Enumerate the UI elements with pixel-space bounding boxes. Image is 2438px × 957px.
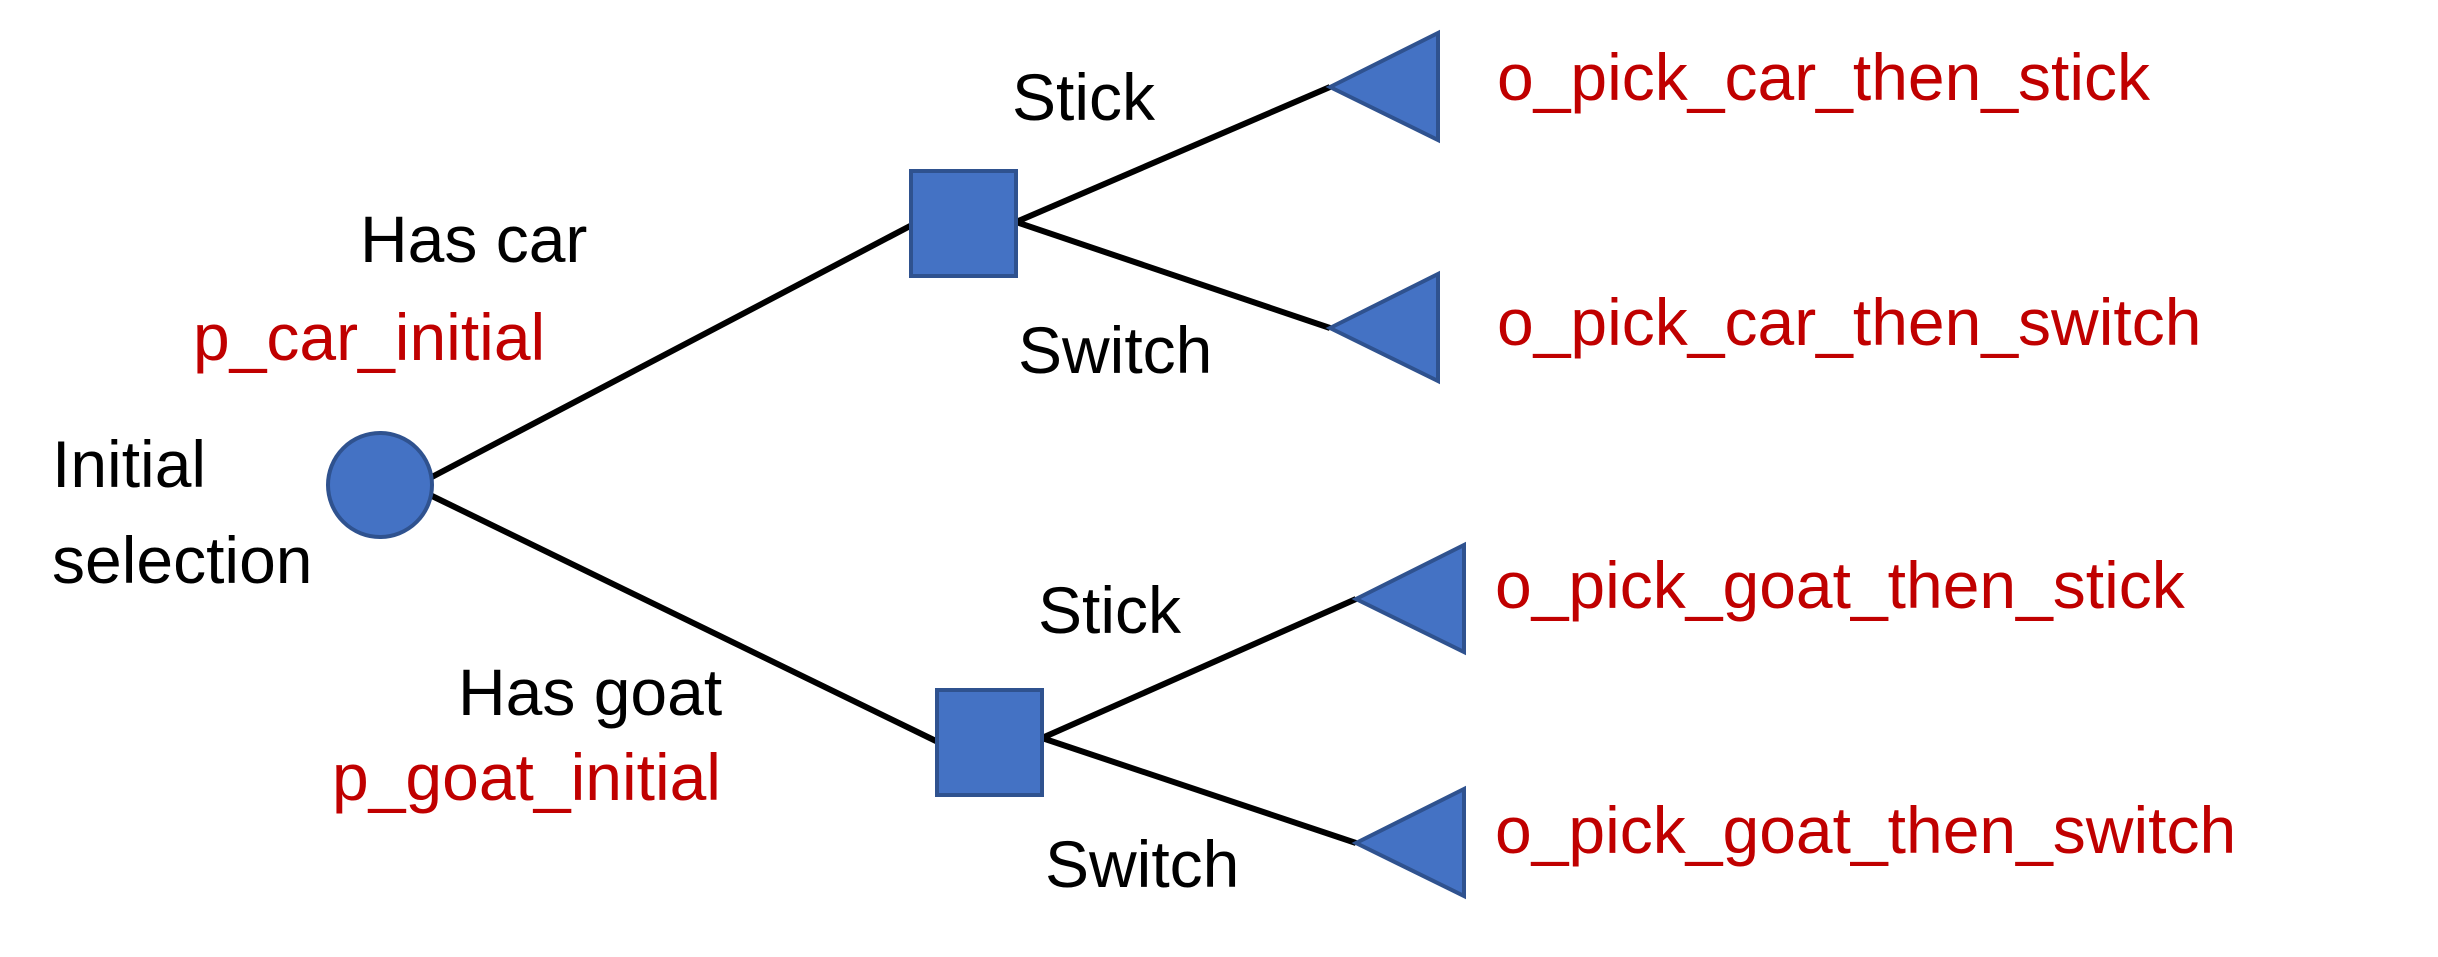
branch-car-label: Has car <box>360 202 587 276</box>
outcome-goat-stick: o_pick_goat_then_stick <box>1495 548 2186 622</box>
edge-car-to-switch <box>1015 219 1331 331</box>
choice-goat-stick-label: Stick <box>1038 573 1182 647</box>
terminal-goat-switch-triangle <box>1351 785 1466 900</box>
edge-goat-to-switch <box>1041 735 1357 846</box>
outcome-car-switch: o_pick_car_then_switch <box>1497 285 2201 359</box>
branch-goat-probability: p_goat_initial <box>332 740 721 814</box>
outcome-goat-switch: o_pick_goat_then_switch <box>1495 793 2236 867</box>
decision-node-car-square <box>909 169 1018 278</box>
decision-node-goat-square <box>935 688 1044 797</box>
root-label-line2: selection <box>52 523 313 597</box>
choice-goat-switch-label: Switch <box>1045 827 1239 901</box>
choice-car-stick-label: Stick <box>1012 60 1156 134</box>
edge-root-to-car <box>428 222 914 481</box>
root-label-line1: Initial <box>52 427 206 501</box>
terminal-car-stick-triangle <box>1325 29 1440 144</box>
terminal-car-switch-triangle <box>1325 270 1440 385</box>
choice-car-switch-label: Switch <box>1018 313 1212 387</box>
branch-goat-label: Has goat <box>458 655 722 729</box>
terminal-goat-stick-triangle <box>1351 541 1466 656</box>
edge-goat-to-stick <box>1040 596 1358 741</box>
edge-root-to-goat <box>428 492 940 745</box>
branch-car-probability: p_car_initial <box>193 300 545 374</box>
chance-node-circle <box>326 431 434 539</box>
edge-car-to-stick <box>1014 84 1332 225</box>
outcome-car-stick: o_pick_car_then_stick <box>1497 40 2151 114</box>
